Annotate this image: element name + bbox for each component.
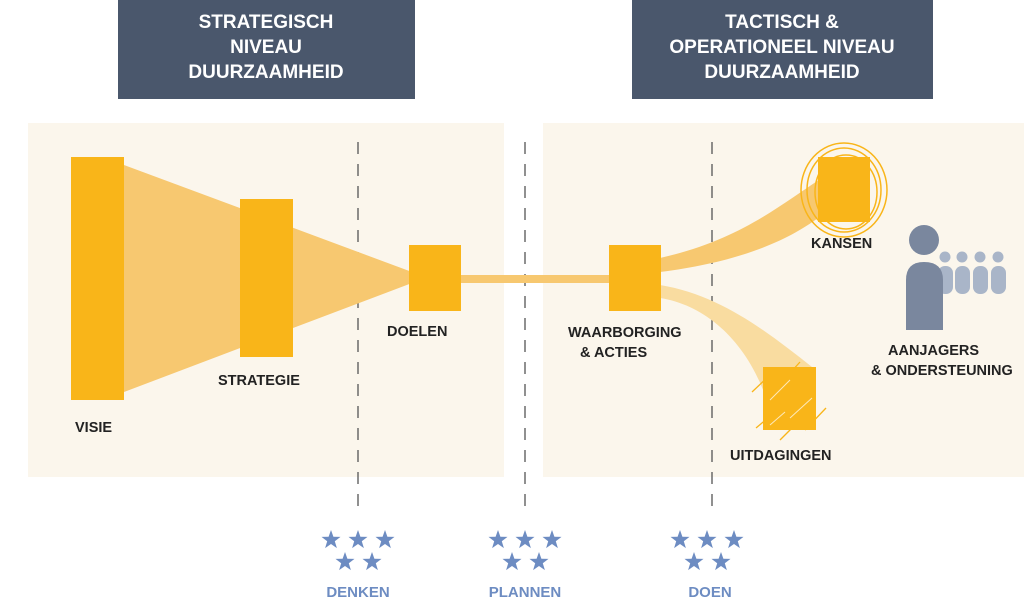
ripple-icon: [800, 142, 888, 238]
phase-label: DOEN: [688, 584, 731, 601]
block-doelen: [409, 245, 461, 311]
label-doelen: DOELEN: [387, 324, 447, 340]
header-tactisch: TACTISCH & OPERATIONEEL NIVEAU DUURZAAMH…: [632, 0, 933, 99]
block-kansen: [800, 142, 888, 238]
header-line: DUURZAAMHEID: [188, 62, 343, 83]
label-aanjagers: AANJAGERS: [888, 343, 979, 359]
header-line: STRATEGISCH: [199, 12, 334, 33]
label-visie: VISIE: [75, 420, 112, 436]
block-visie: [71, 157, 124, 400]
label-waarborging: WAARBORGING: [568, 325, 682, 341]
label-strategie: STRATEGIE: [218, 373, 300, 389]
crack-icon: [751, 361, 827, 441]
header-line: OPERATIONEEL NIVEAU: [669, 37, 894, 58]
header-strategisch: STRATEGISCH NIVEAU DUURZAAMHEID: [118, 0, 415, 99]
header-line: NIVEAU: [230, 37, 302, 58]
flow-kansen: [660, 178, 822, 272]
connector-bar: [461, 275, 611, 283]
label-kansen: KANSEN: [811, 236, 872, 252]
phase-plannen: PLANNEN: [488, 530, 562, 601]
people-icon: [906, 225, 1006, 330]
header-line: DUURZAAMHEID: [704, 62, 859, 83]
stars-icon: [488, 530, 562, 571]
phase-label: PLANNEN: [489, 584, 562, 601]
block-waarborging: [609, 245, 661, 311]
phase-label: DENKEN: [326, 584, 389, 601]
stars-icon: [670, 530, 744, 571]
stars-icon: [321, 530, 395, 571]
phase-dividers: [357, 142, 713, 515]
label-ondersteuning: & ONDERSTEUNING: [871, 363, 1013, 379]
phase-doen: DOEN: [670, 530, 744, 601]
block-uitdagingen: [751, 361, 827, 441]
header-line: TACTISCH &: [725, 12, 839, 33]
label-uitdagingen: UITDAGINGEN: [730, 448, 832, 464]
label-acties: & ACTIES: [580, 345, 647, 361]
phase-denken: DENKEN: [321, 530, 395, 601]
block-strategie: [240, 199, 293, 357]
